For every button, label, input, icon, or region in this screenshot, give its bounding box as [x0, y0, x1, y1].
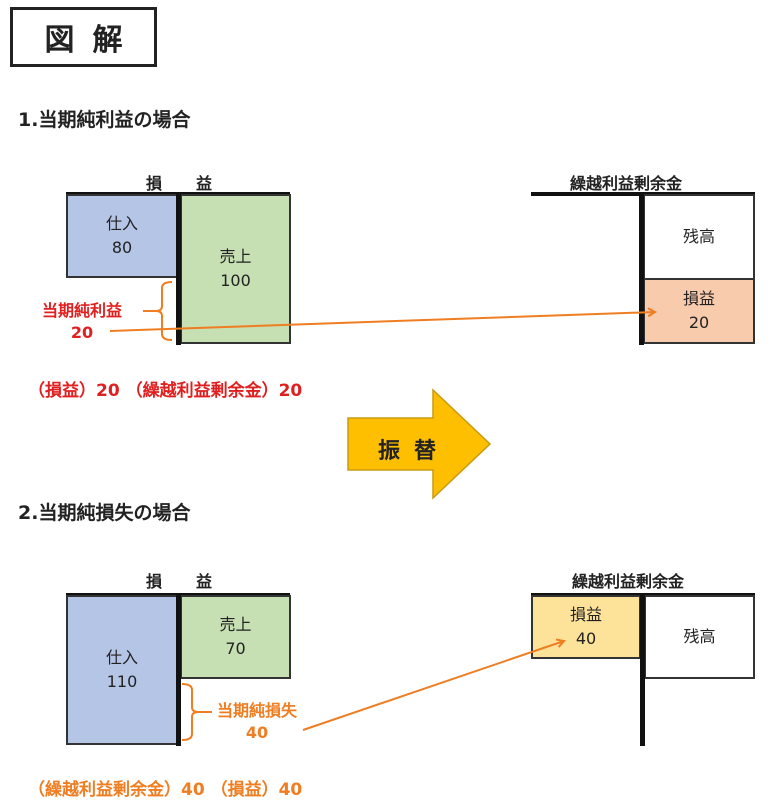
balance-label: 残高	[682, 227, 715, 246]
purchase-label: 仕入	[105, 648, 138, 667]
pl-value: 20	[688, 313, 710, 332]
case1-pl-transfer-box: 損益 20	[643, 278, 755, 344]
case1-pl-center-rule	[176, 192, 181, 345]
case2-balance-box: 残高	[644, 595, 755, 679]
pl-label: 損益	[682, 289, 715, 308]
sales-value: 70	[225, 639, 246, 658]
purchase-value: 80	[111, 238, 133, 257]
case1-sales-box: 売上 100	[180, 194, 291, 344]
case1-purchase-box: 仕入 80	[66, 194, 178, 278]
net-income-label: 当期純利益	[41, 301, 122, 320]
title-text: 図解	[44, 23, 141, 58]
diagram-title: 図解	[10, 7, 157, 67]
case2-pl-title-right: 益	[196, 572, 213, 591]
case1-net-income: 当期純利益 20	[22, 300, 142, 344]
balance-label: 残高	[683, 627, 716, 646]
case2-sales-box: 売上 70	[180, 595, 291, 679]
case1-brace-icon	[155, 281, 173, 341]
sales-label: 売上	[219, 247, 252, 266]
case1-balance-box: 残高	[643, 194, 755, 280]
sales-value: 100	[220, 271, 251, 290]
purchase-label: 仕入	[105, 214, 138, 233]
case1-re-center-rule	[639, 192, 644, 345]
case1-pl-title-right: 益	[196, 174, 213, 193]
case2-brace-icon	[181, 683, 199, 741]
pl-label: 損益	[569, 605, 602, 624]
case2-journal-entry: （繰越利益剰余金）40 （損益）40	[28, 780, 303, 800]
net-income-value: 20	[70, 323, 94, 342]
purchase-value: 110	[106, 672, 138, 691]
case2-heading: 2.当期純損失の場合	[18, 502, 191, 524]
transfer-label: 振替	[378, 439, 451, 464]
case2-pl-center-rule	[176, 593, 181, 746]
case2-re-title: 繰越利益剰余金	[572, 572, 685, 591]
case1-journal-entry: （損益）20 （繰越利益剰余金）20	[28, 381, 303, 401]
case2-re-center-rule	[640, 593, 645, 746]
pl-value: 40	[575, 629, 597, 648]
case1-pl-title-left: 損	[146, 174, 163, 193]
transfer-arrow-icon	[347, 388, 492, 500]
case2-net-loss: 当期純損失 40	[212, 700, 302, 744]
case2-connector-arrow	[302, 641, 564, 731]
case2-pl-title-left: 損	[146, 572, 163, 591]
case2-pl-transfer-box: 損益 40	[531, 595, 641, 659]
sales-label: 売上	[219, 615, 252, 634]
case1-heading: 1.当期純利益の場合	[18, 109, 191, 131]
net-loss-value: 40	[245, 723, 269, 742]
case1-re-title: 繰越利益剰余金	[570, 174, 683, 193]
net-loss-label: 当期純損失	[216, 701, 297, 720]
case2-purchase-box: 仕入 110	[66, 595, 178, 745]
